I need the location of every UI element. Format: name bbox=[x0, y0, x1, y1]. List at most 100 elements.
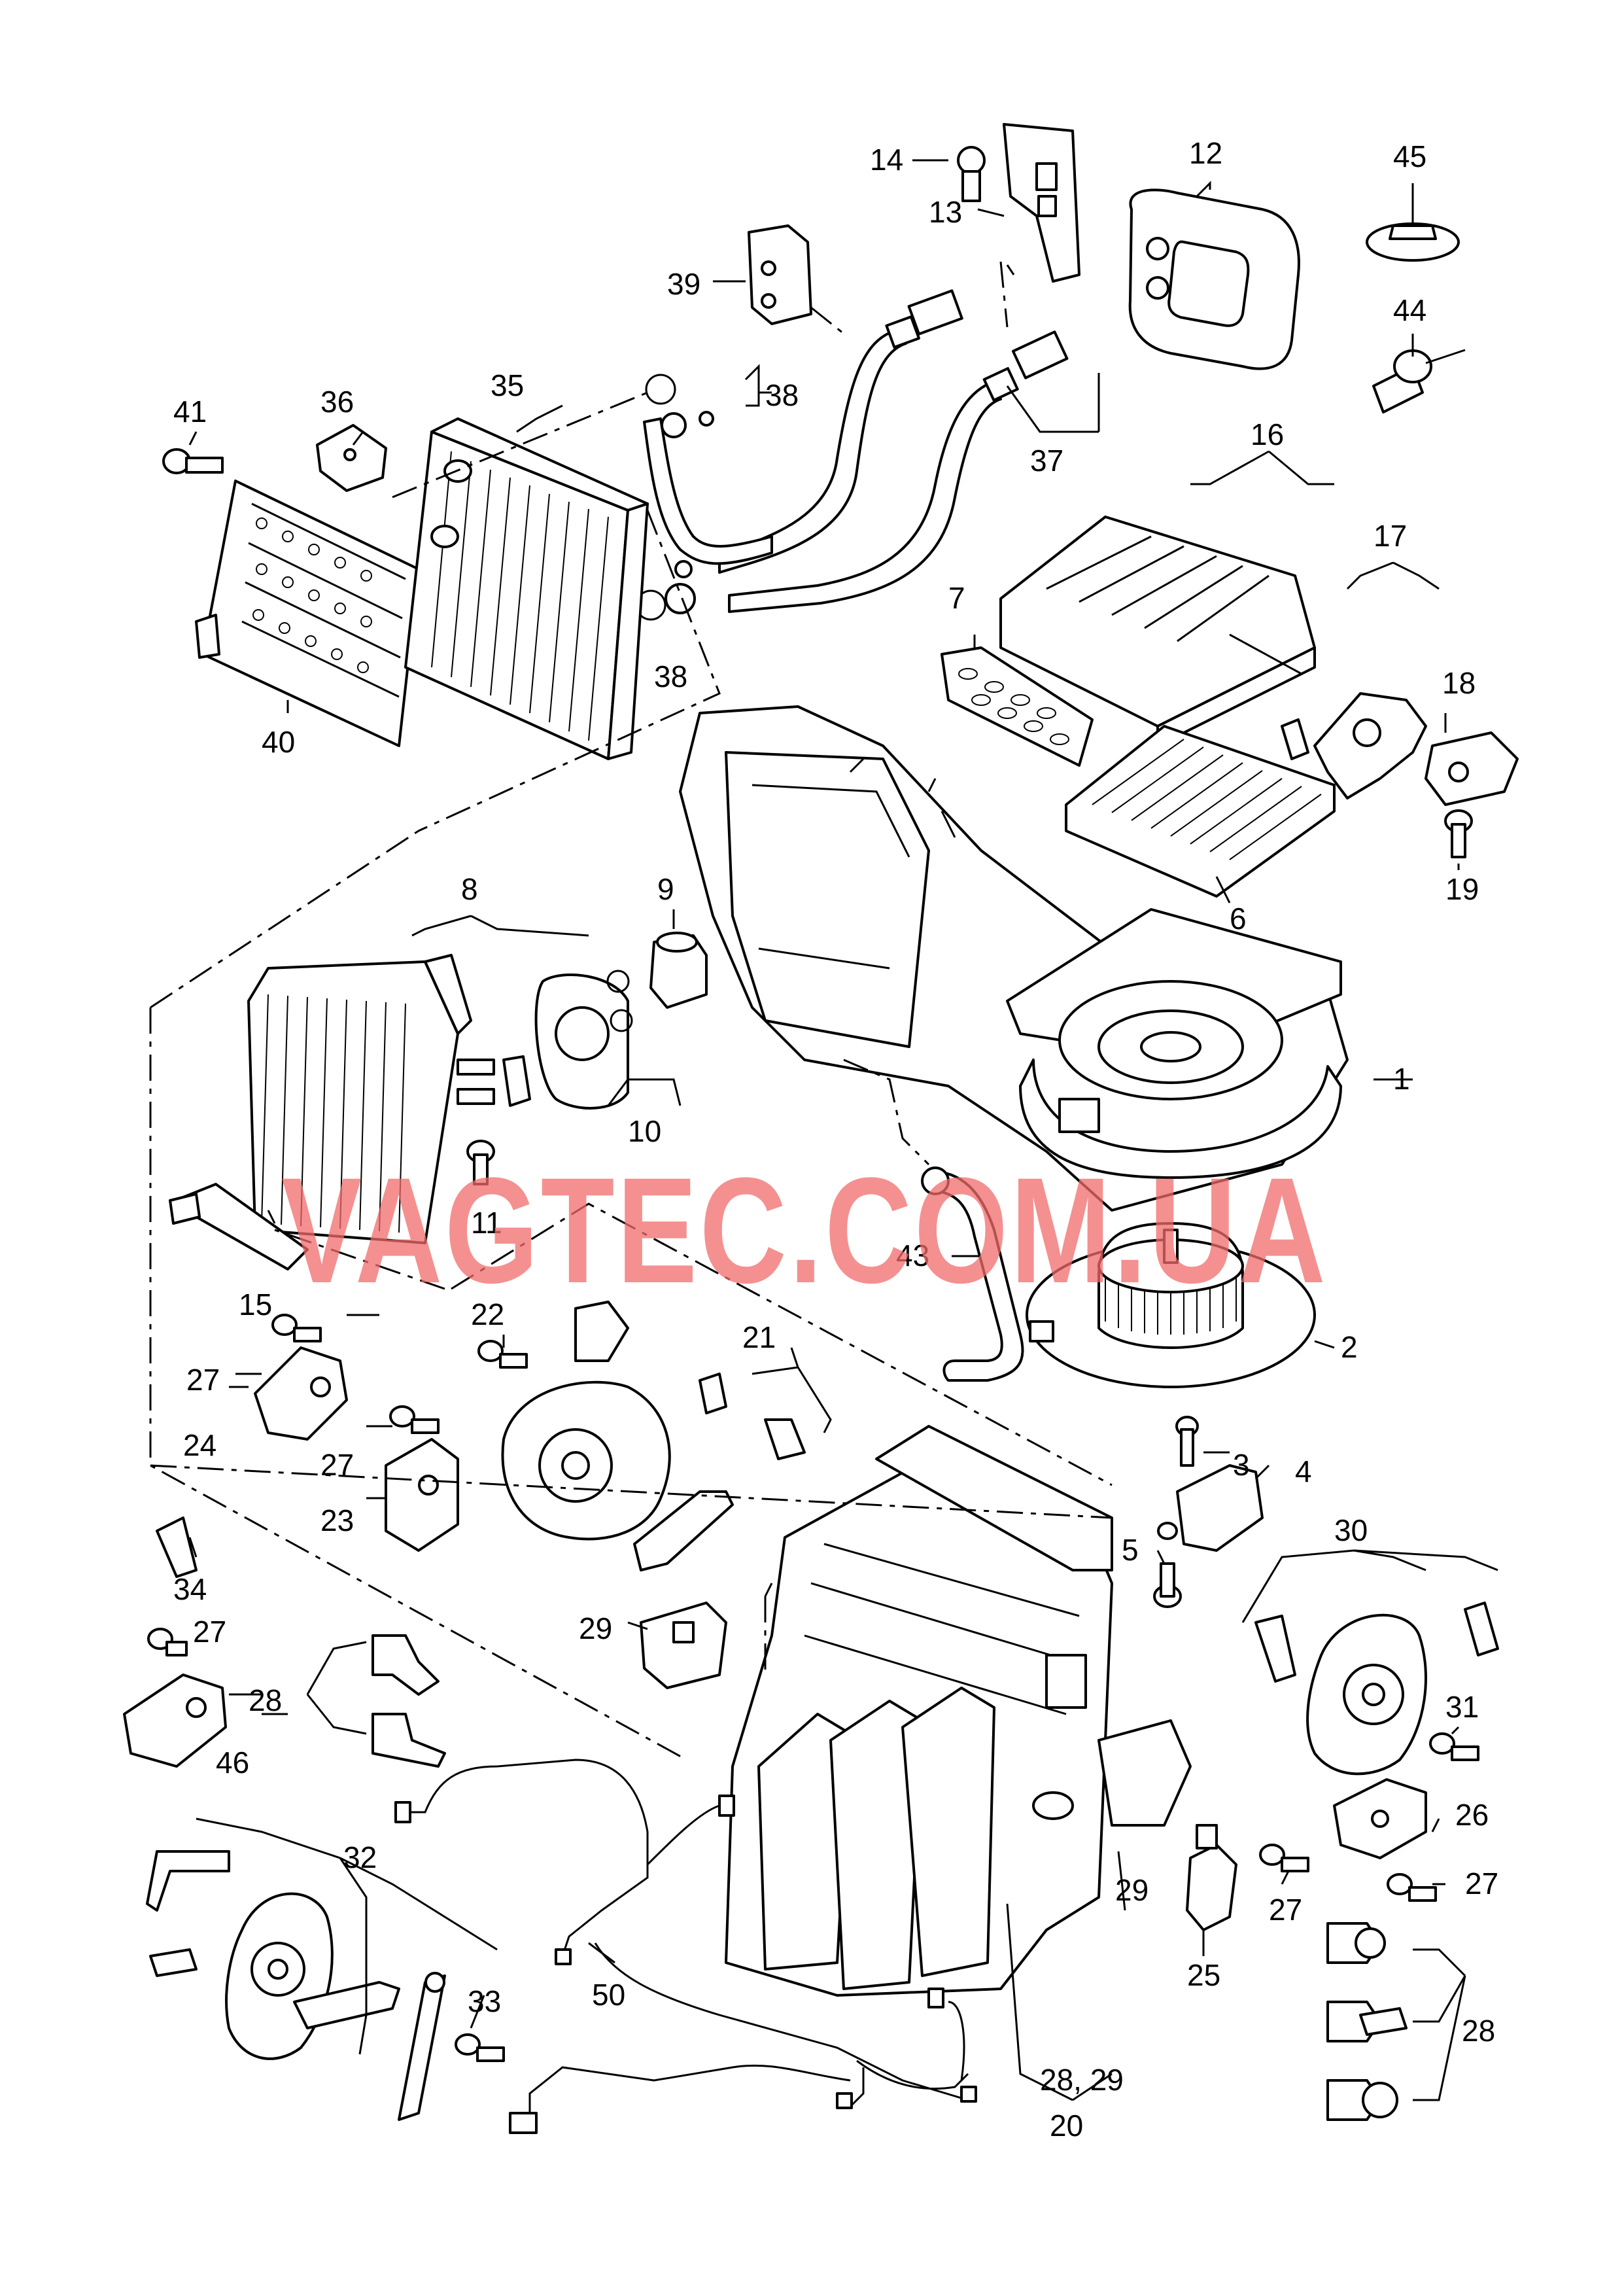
bolt-27d bbox=[1387, 1873, 1437, 1902]
screw-33 bbox=[455, 2033, 505, 2062]
label-3: 3 bbox=[1233, 1448, 1250, 1482]
cover-housing-16 bbox=[999, 516, 1316, 747]
label-24: 24 bbox=[183, 1428, 216, 1462]
flap-7 bbox=[941, 646, 1094, 767]
bracket-13 bbox=[1003, 123, 1080, 283]
label-27c: 27 bbox=[1269, 1893, 1302, 1927]
bolt-14 bbox=[957, 146, 986, 202]
air-housing-1 bbox=[679, 705, 1349, 1212]
label-6: 6 bbox=[1230, 902, 1247, 936]
label-32: 32 bbox=[343, 1840, 377, 1874]
screw-5 bbox=[1153, 1522, 1182, 1608]
label-26: 26 bbox=[1455, 1798, 1489, 1832]
bolt-27c bbox=[1259, 1844, 1309, 1872]
screw-3 bbox=[1175, 1416, 1199, 1467]
clip-34 bbox=[156, 1516, 198, 1578]
blower-motor-2 bbox=[1026, 1222, 1316, 1388]
wiring-harness-50 bbox=[394, 1759, 977, 2134]
heater-core-8 bbox=[247, 954, 629, 1244]
label-19: 19 bbox=[1445, 872, 1479, 906]
cabin-filter-6 bbox=[1065, 725, 1336, 898]
screw-22 bbox=[477, 1340, 528, 1369]
label-50: 50 bbox=[592, 1978, 625, 2012]
label-8: 8 bbox=[461, 872, 478, 906]
label-18: 18 bbox=[1442, 666, 1476, 700]
label-45: 45 bbox=[1393, 139, 1426, 173]
label-27a: 27 bbox=[186, 1363, 220, 1397]
label-22: 22 bbox=[471, 1297, 504, 1331]
label-12: 12 bbox=[1189, 136, 1222, 170]
group-outline-lines bbox=[764, 261, 1015, 1675]
label-16: 16 bbox=[1251, 417, 1284, 451]
label-14: 14 bbox=[870, 143, 903, 177]
label-30: 30 bbox=[1334, 1513, 1368, 1547]
label-2: 2 bbox=[1341, 1330, 1358, 1364]
label-41: 41 bbox=[173, 394, 207, 429]
lever-set-28-right bbox=[1326, 1922, 1408, 2121]
evaporator-35 bbox=[404, 417, 649, 760]
servo-32 bbox=[146, 1850, 446, 2121]
group-outline-heater bbox=[274, 1202, 1113, 1486]
label-29a: 29 bbox=[579, 1611, 612, 1645]
label-36: 36 bbox=[320, 385, 354, 419]
leader-lines bbox=[188, 159, 1498, 2101]
label-7: 7 bbox=[948, 581, 965, 615]
cover-4 bbox=[1176, 1464, 1264, 1552]
label-15: 15 bbox=[239, 1288, 272, 1322]
label-1: 1 bbox=[1393, 1062, 1410, 1096]
actuator-23 bbox=[385, 1438, 459, 1552]
lever-set-28-left bbox=[371, 1634, 446, 1768]
bracket-15 bbox=[169, 1183, 309, 1270]
drain-pipe-43 bbox=[921, 1166, 1024, 1382]
block-39 bbox=[748, 224, 812, 325]
flap-actuator-29b bbox=[1097, 1719, 1192, 1827]
bolt-41 bbox=[162, 448, 224, 474]
label-23: 23 bbox=[320, 1503, 354, 1537]
lever-17 bbox=[1281, 692, 1427, 799]
refrigerant-lines-37 bbox=[718, 289, 1069, 613]
screw-11 bbox=[466, 1140, 495, 1185]
label-5: 5 bbox=[1122, 1533, 1139, 1567]
flap-actuator-29a bbox=[640, 1602, 727, 1689]
actuator-18 bbox=[1425, 731, 1519, 806]
label-27b: 27 bbox=[320, 1448, 354, 1482]
mode-actuator-21 bbox=[501, 1301, 806, 1571]
label-34: 34 bbox=[173, 1572, 207, 1606]
label-31: 31 bbox=[1445, 1690, 1479, 1724]
part-number-labels: 14 13 12 45 44 39 38 37 16 17 18 19 7 6 … bbox=[173, 136, 1498, 2143]
hose-38 bbox=[635, 374, 773, 621]
group-outline-evaporator bbox=[149, 391, 1113, 1761]
bolt-27b bbox=[389, 1405, 440, 1434]
label-29b: 29 bbox=[1115, 1873, 1149, 1907]
label-40: 40 bbox=[262, 725, 295, 759]
label-25: 25 bbox=[1187, 1958, 1220, 1992]
label-9: 9 bbox=[657, 872, 674, 906]
stud-44 bbox=[1372, 349, 1466, 413]
label-4: 4 bbox=[1295, 1454, 1312, 1488]
label-28a: 28 bbox=[249, 1683, 282, 1717]
label-46: 46 bbox=[216, 1745, 249, 1779]
bolt-27e bbox=[147, 1628, 188, 1656]
watermark-text: VAGTEC.COM.UA bbox=[281, 1146, 1328, 1314]
actuator-24 bbox=[254, 1346, 348, 1441]
label-38a: 38 bbox=[765, 378, 799, 412]
sensor-25 bbox=[1186, 1824, 1237, 1931]
actuator-26 bbox=[1333, 1778, 1427, 1859]
label-28-29: 28, 29 bbox=[1040, 2063, 1124, 2097]
screw-19 bbox=[1444, 809, 1473, 858]
bolt-27a bbox=[271, 1314, 322, 1342]
bracket-36 bbox=[316, 424, 387, 492]
servo-30 bbox=[1254, 1602, 1499, 1776]
label-27d: 27 bbox=[1465, 1866, 1498, 1901]
seal-plate-12 bbox=[1128, 188, 1300, 370]
label-28b: 28 bbox=[1462, 2014, 1495, 2048]
distribution-housing-20 bbox=[725, 1425, 1113, 1997]
label-13: 13 bbox=[929, 195, 962, 229]
label-27e: 27 bbox=[193, 1615, 226, 1649]
label-43: 43 bbox=[896, 1238, 929, 1272]
label-10: 10 bbox=[628, 1114, 661, 1148]
label-39: 39 bbox=[667, 267, 700, 301]
label-21: 21 bbox=[742, 1320, 776, 1354]
label-20: 20 bbox=[1050, 2109, 1083, 2143]
